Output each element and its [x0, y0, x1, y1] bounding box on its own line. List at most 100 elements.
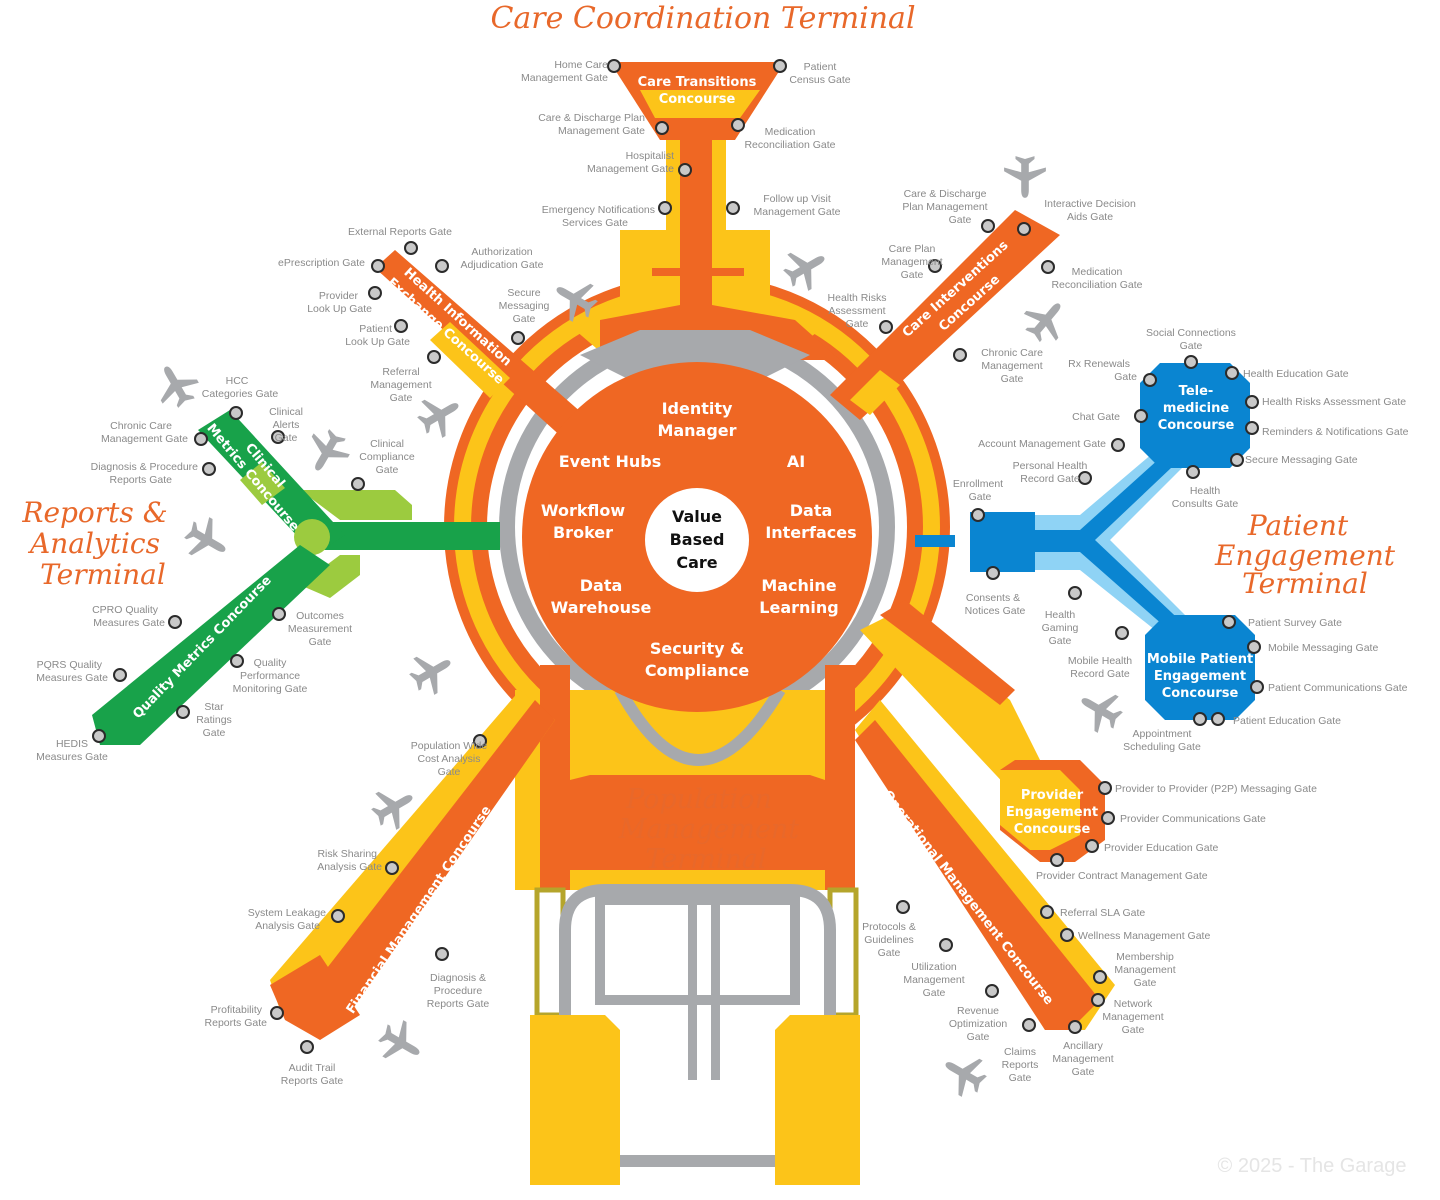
gate-dot[interactable] — [473, 734, 487, 748]
gate-dot[interactable] — [113, 668, 127, 682]
gate-care-plan-2: Management — [881, 256, 942, 268]
gate-dot[interactable] — [1091, 993, 1105, 1007]
mobile-patient-concourse[interactable]: Mobile Patient Engagement Concourse — [1145, 615, 1255, 720]
gate-dot[interactable] — [985, 984, 999, 998]
gate-dot[interactable] — [1115, 626, 1129, 640]
event-hubs-label: Event Hubs — [559, 452, 662, 471]
provider-engagement-concourse[interactable]: Provider Engagement Concourse — [1000, 760, 1105, 862]
gate-dot[interactable] — [1068, 586, 1082, 600]
gate-dot[interactable] — [678, 163, 692, 177]
gate-dot[interactable] — [1247, 640, 1261, 654]
gate-dot[interactable] — [1193, 712, 1207, 726]
gate-diag-fin-1: Diagnosis & — [430, 972, 486, 984]
gate-appt-1: Appointment — [1133, 728, 1192, 740]
gate-dot[interactable] — [394, 319, 408, 333]
gate-dot[interactable] — [1040, 905, 1054, 919]
gate-dot[interactable] — [270, 1006, 284, 1020]
gate-dot[interactable] — [1017, 222, 1031, 236]
gate-dot[interactable] — [1098, 781, 1112, 795]
gate-dot[interactable] — [658, 201, 672, 215]
gate-dot[interactable] — [331, 909, 345, 923]
reports-terminal-title-2: Analytics — [27, 527, 160, 560]
gate-dot[interactable] — [385, 861, 399, 875]
gate-dot[interactable] — [1060, 928, 1074, 942]
gate-dot[interactable] — [371, 259, 385, 273]
gate-dot[interactable] — [1245, 395, 1259, 409]
gate-claims-3: Gate — [1009, 1072, 1032, 1084]
airplane-icon — [417, 399, 459, 438]
gate-dot[interactable] — [1186, 465, 1200, 479]
gate-membership-2: Management — [1114, 964, 1175, 976]
gate-dot[interactable] — [272, 607, 286, 621]
gate-dot[interactable] — [1041, 260, 1055, 274]
gate-dot[interactable] — [939, 938, 953, 952]
gate-provider-comms: Provider Communications Gate — [1120, 813, 1266, 825]
gate-dot[interactable] — [351, 477, 365, 491]
telemedicine-concourse[interactable]: Tele- medicine Concourse — [1140, 363, 1250, 468]
gate-dot[interactable] — [427, 350, 441, 364]
gate-dot[interactable] — [1093, 970, 1107, 984]
gate-dot[interactable] — [435, 259, 449, 273]
gate-dot[interactable] — [168, 615, 182, 629]
gate-dot[interactable] — [879, 320, 893, 334]
gate-star-2: Ratings — [196, 714, 232, 726]
gate-dot[interactable] — [300, 1040, 314, 1054]
gate-dot[interactable] — [194, 432, 208, 446]
gate-dot[interactable] — [202, 462, 216, 476]
gate-dot[interactable] — [1222, 615, 1236, 629]
gate-dot[interactable] — [1250, 680, 1264, 694]
gate-dot[interactable] — [435, 947, 449, 961]
gate-secure-messaging-tm: Secure Messaging Gate — [1245, 454, 1358, 466]
gate-dot[interactable] — [607, 59, 621, 73]
gate-dot[interactable] — [176, 705, 190, 719]
gate-hcc-2: Categories Gate — [202, 388, 279, 400]
gate-dot[interactable] — [1078, 471, 1092, 485]
gate-dot[interactable] — [1111, 438, 1125, 452]
gate-dot[interactable] — [1134, 409, 1148, 423]
gate-dot[interactable] — [1211, 712, 1225, 726]
gate-dot[interactable] — [1085, 839, 1099, 853]
gate-dot[interactable] — [1245, 421, 1259, 435]
gate-dot[interactable] — [928, 259, 942, 273]
gate-dot[interactable] — [655, 121, 669, 135]
gate-dot[interactable] — [726, 201, 740, 215]
gate-provider-education: Provider Education Gate — [1104, 842, 1219, 854]
gate-dot[interactable] — [1230, 453, 1244, 467]
gate-dot[interactable] — [981, 219, 995, 233]
gate-dot[interactable] — [986, 566, 1000, 580]
gate-emergency-1: Emergency Notifications — [542, 204, 655, 216]
gate-dot[interactable] — [368, 286, 382, 300]
gate-dot[interactable] — [971, 508, 985, 522]
gate-dot[interactable] — [92, 729, 106, 743]
gate-dot[interactable] — [511, 331, 525, 345]
gate-clinical-compliance-1: Clinical — [370, 438, 404, 450]
gate-dot[interactable] — [1184, 355, 1198, 369]
gate-dot[interactable] — [1050, 853, 1064, 867]
gate-dot[interactable] — [229, 406, 243, 420]
gate-dot[interactable] — [1143, 373, 1157, 387]
gate-emergency-2: Services Gate — [562, 217, 628, 229]
gate-network-2: Management — [1102, 1011, 1163, 1023]
gate-dot[interactable] — [230, 654, 244, 668]
gate-dot[interactable] — [773, 59, 787, 73]
gate-dot[interactable] — [896, 900, 910, 914]
gate-dot[interactable] — [1022, 1018, 1036, 1032]
gate-dot[interactable] — [404, 241, 418, 255]
gate-interactive-1: Interactive Decision — [1044, 198, 1136, 210]
gate-dot[interactable] — [1068, 1020, 1082, 1034]
gate-dot[interactable] — [731, 118, 745, 132]
gate-dot[interactable] — [1101, 811, 1115, 825]
gate-dot[interactable] — [271, 430, 285, 444]
clinical-metrics-concourse[interactable]: Clinical Metrics Concourse — [198, 410, 345, 555]
gate-profit-2: Reports Gate — [205, 1017, 268, 1029]
gate-dot[interactable] — [953, 348, 967, 362]
gate-dot[interactable] — [1225, 366, 1239, 380]
gate-outcomes-1: Outcomes — [296, 610, 344, 622]
